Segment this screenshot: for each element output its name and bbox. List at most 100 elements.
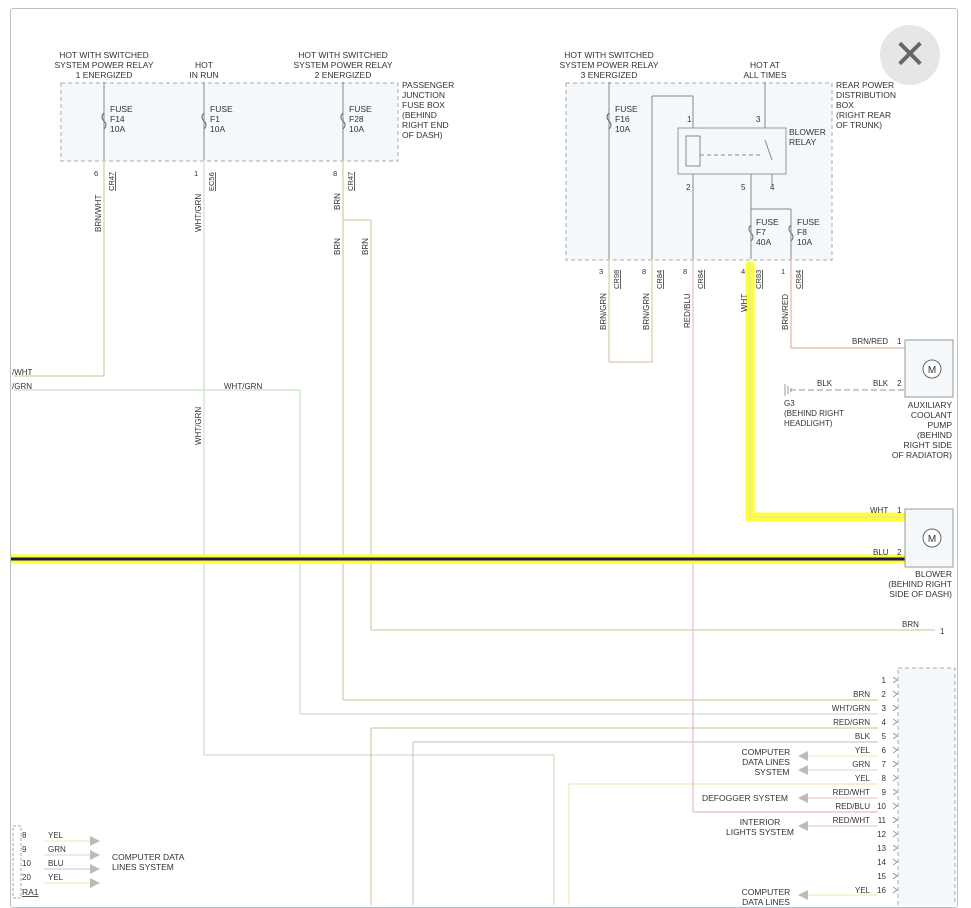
- svg-text:2 ENERGIZED: 2 ENERGIZED: [315, 70, 372, 80]
- svg-text:ALL TIMES: ALL TIMES: [744, 70, 787, 80]
- blower-motor-symbol: M: [928, 534, 936, 545]
- svg-text:BLOWER: BLOWER: [789, 127, 826, 137]
- connector-wire-color: WHT/GRN: [832, 704, 870, 713]
- svg-text:HOT WITH SWITCHED: HOT WITH SWITCHED: [298, 50, 388, 60]
- ra1-connector: [12, 825, 22, 899]
- svg-text:8: 8: [642, 267, 646, 276]
- connector-pin-mark: [892, 886, 898, 894]
- svg-text:REAR POWER: REAR POWER: [836, 80, 894, 90]
- svg-text:SYSTEM: SYSTEM: [755, 767, 790, 777]
- svg-text:FUSE: FUSE: [210, 104, 233, 114]
- label-rear-power-distribution-box: REAR POWER DISTRIBUTION BOX (RIGHT REAR …: [836, 80, 896, 130]
- svg-text:COMPUTER: COMPUTER: [742, 887, 791, 897]
- connector-pin-mark: [892, 802, 898, 810]
- svg-text:(BEHIND: (BEHIND: [917, 430, 952, 440]
- svg-text:EC56: EC56: [207, 172, 216, 191]
- dest-computer-data-lines-2: COMPUTER DATA LINES: [742, 887, 791, 905]
- svg-text:8: 8: [333, 169, 337, 178]
- connector-wire-color: YEL: [855, 886, 871, 895]
- fuse-f1-label: FUSE F1 10A: [210, 104, 233, 134]
- connector-wire-color: RED/WHT: [833, 788, 870, 797]
- svg-text:10A: 10A: [210, 124, 225, 134]
- ra1-wire-color: GRN: [48, 845, 66, 854]
- blower-relay-label: BLOWER RELAY: [789, 127, 826, 147]
- connector-pin-mark: [892, 704, 898, 712]
- connector-pin-number: 6: [882, 746, 887, 755]
- svg-text:AUXILIARY: AUXILIARY: [908, 400, 953, 410]
- blower-motor-icon: [922, 528, 942, 548]
- connector-pin-mark: [892, 746, 898, 754]
- connector-pin-number: 9: [882, 788, 887, 797]
- connector-pin-mark: [892, 732, 898, 740]
- svg-text:10A: 10A: [615, 124, 630, 134]
- svg-text:OF RADIATOR): OF RADIATOR): [892, 450, 952, 460]
- svg-text:1: 1: [687, 115, 692, 124]
- svg-text:LINES SYSTEM: LINES SYSTEM: [112, 862, 174, 872]
- svg-text:CR98: CR98: [612, 270, 621, 289]
- dest-interior-lights: INTERIOR LIGHTS SYSTEM: [726, 817, 794, 837]
- connector-pin-number: 16: [877, 886, 886, 895]
- destination-leaders: [808, 755, 878, 896]
- close-icon[interactable]: ✕: [893, 32, 927, 78]
- svg-text:1: 1: [940, 627, 945, 636]
- connector-pin-number: 2: [882, 690, 887, 699]
- svg-text:BRN: BRN: [333, 193, 342, 210]
- svg-text:BLK: BLK: [817, 379, 833, 388]
- svg-text:(BEHIND RIGHT: (BEHIND RIGHT: [784, 409, 844, 418]
- svg-text:1: 1: [781, 267, 785, 276]
- header-pjb-relay1: HOT WITH SWITCHED SYSTEM POWER RELAY 1 E…: [54, 50, 153, 80]
- svg-text:1: 1: [897, 506, 902, 515]
- svg-text:RIGHT END: RIGHT END: [402, 120, 449, 130]
- connector-wire-color: RED/BLU: [835, 802, 870, 811]
- svg-text:PASSENGER: PASSENGER: [402, 80, 454, 90]
- connector-pin-mark: [892, 690, 898, 698]
- connector-pin-number: 14: [877, 858, 886, 867]
- svg-text:BLU: BLU: [873, 548, 889, 557]
- svg-text:FUSE: FUSE: [615, 104, 638, 114]
- svg-text:COOLANT: COOLANT: [911, 410, 952, 420]
- svg-text:CR83: CR83: [754, 270, 763, 289]
- connector-pin-mark: [892, 844, 898, 852]
- connector-wire-color: RED/GRN: [833, 718, 870, 727]
- fuse-f7-label: FUSE F7 40A: [756, 217, 779, 247]
- svg-text:HOT WITH SWITCHED: HOT WITH SWITCHED: [59, 50, 149, 60]
- ra1-arrow: [90, 878, 100, 888]
- svg-text:BRN: BRN: [361, 238, 370, 255]
- svg-text:/GRN: /GRN: [12, 382, 32, 391]
- connector-rows: 12BRN3WHT/GRN4RED/GRN5BLK6YEL7GRN8YEL9RE…: [832, 676, 898, 895]
- aux-pump-label: AUXILIARY COOLANT PUMP (BEHIND RIGHT SID…: [892, 400, 952, 460]
- svg-text:4: 4: [770, 183, 775, 192]
- svg-text:INTERIOR: INTERIOR: [740, 817, 781, 827]
- connector-pin-mark: [892, 718, 898, 726]
- svg-text:SYSTEM POWER RELAY: SYSTEM POWER RELAY: [559, 60, 658, 70]
- connector-wire-color: BLK: [855, 732, 871, 741]
- ground-g3-icon: [784, 384, 792, 396]
- svg-text:BLK: BLK: [873, 379, 889, 388]
- connector-pin-number: 15: [877, 872, 886, 881]
- close-button[interactable]: ✕: [880, 25, 940, 85]
- connector-pin-number: 10: [877, 802, 886, 811]
- svg-text:2: 2: [897, 548, 902, 557]
- svg-text:WHT: WHT: [740, 294, 749, 312]
- svg-text:HOT AT: HOT AT: [750, 60, 780, 70]
- left-wires: [14, 160, 935, 905]
- svg-text:IN RUN: IN RUN: [189, 70, 218, 80]
- destination-arrows: [798, 751, 808, 900]
- svg-text:1: 1: [194, 169, 198, 178]
- ra1-pin-number: 20: [22, 873, 31, 882]
- header-pjb-relay2: HOT WITH SWITCHED SYSTEM POWER RELAY 2 E…: [293, 50, 392, 80]
- svg-text:RIGHT SIDE: RIGHT SIDE: [904, 440, 953, 450]
- svg-text:BRN/GRN: BRN/GRN: [642, 293, 651, 330]
- ra1-wire-color: BLU: [48, 859, 64, 868]
- header-pjb-run: HOT IN RUN: [189, 60, 218, 80]
- svg-text:DISTRIBUTION: DISTRIBUTION: [836, 90, 896, 100]
- ra1-pin-number: 8: [22, 831, 27, 840]
- svg-text:COMPUTER DATA: COMPUTER DATA: [112, 852, 185, 862]
- ra1-arrow: [90, 864, 100, 874]
- svg-text:HEADLIGHT): HEADLIGHT): [784, 419, 833, 428]
- svg-text:6: 6: [94, 169, 98, 178]
- connector-pin-mark: [892, 788, 898, 796]
- svg-text:COMPUTER: COMPUTER: [742, 747, 791, 757]
- connector-pin-number: 4: [882, 718, 887, 727]
